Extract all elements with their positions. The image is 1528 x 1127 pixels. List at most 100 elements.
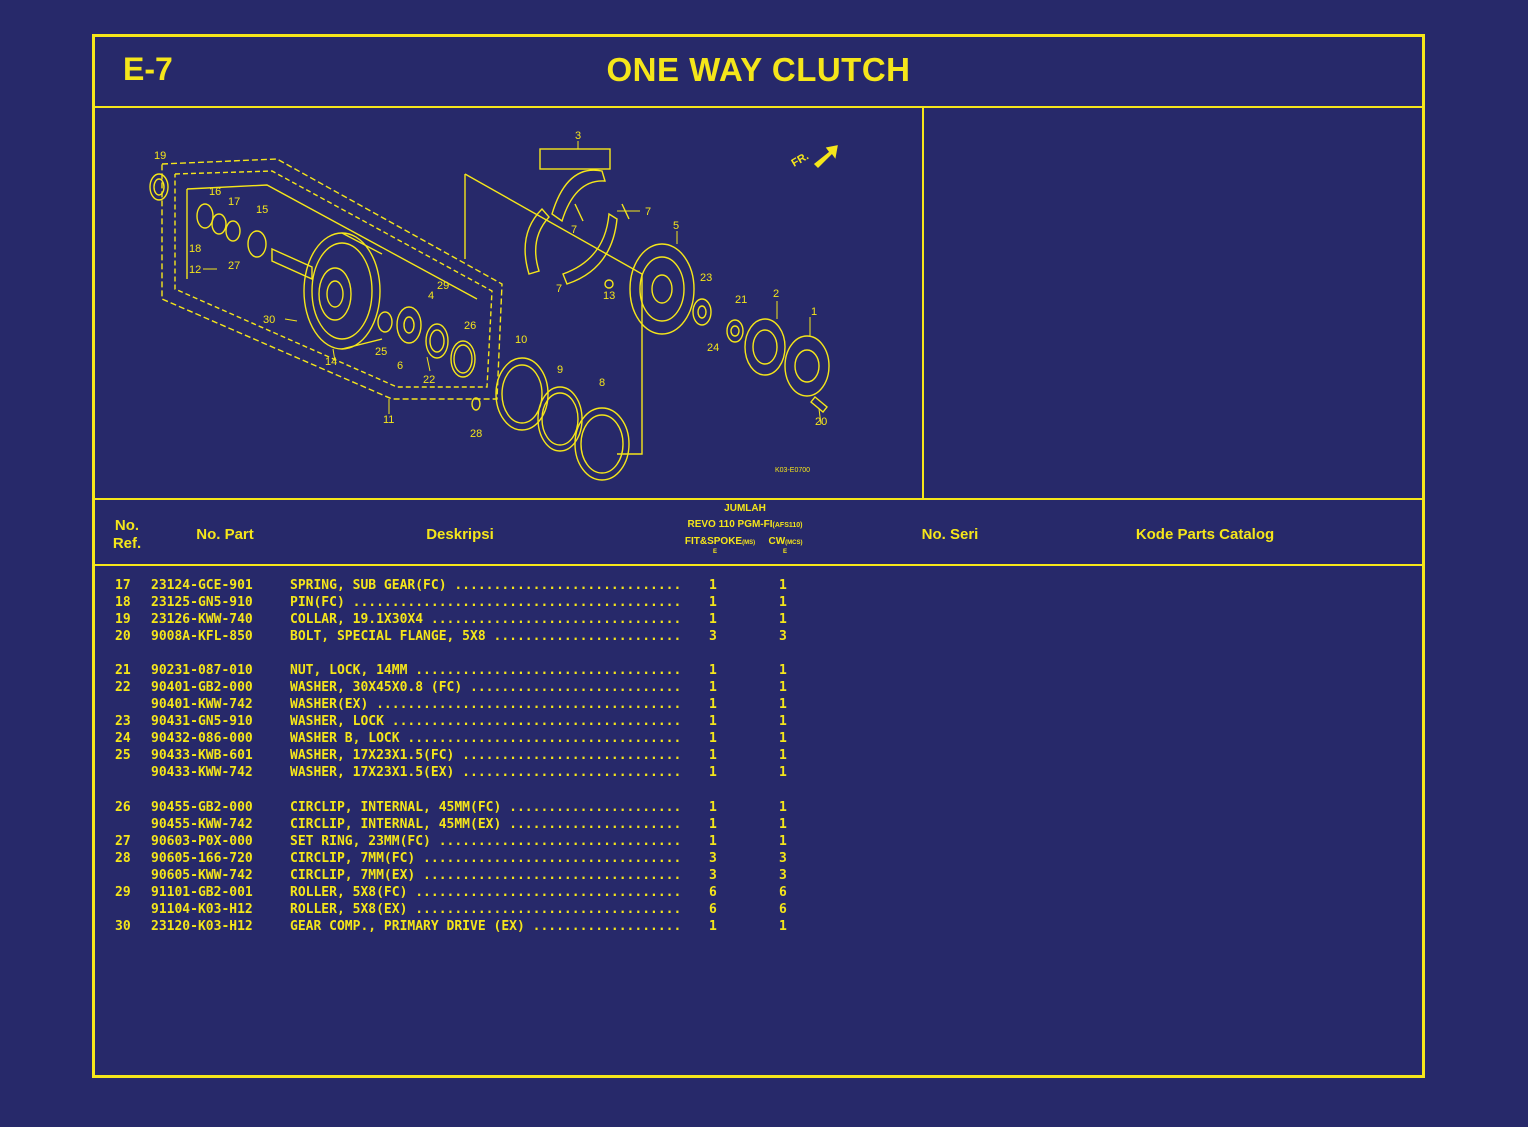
part-number: 90455-GB2-000 xyxy=(151,800,253,815)
callout: 22 xyxy=(423,374,435,386)
part-description: WASHER, 17X23X1.5(EX) ..................… xyxy=(290,765,680,780)
ref-number: 22 xyxy=(115,680,131,695)
exploded-parts-diagram: FR. 1 2 3 4 5 6 7 7 7 8 9 xyxy=(149,130,838,481)
part-number: 91104-K03-H12 xyxy=(151,902,253,917)
qty-fit-spoke: 1 xyxy=(709,731,717,746)
callout: 20 xyxy=(815,416,827,428)
part-number: 90432-086-000 xyxy=(151,731,253,746)
part-number: 90433-KWW-742 xyxy=(151,765,253,780)
header-model: REVO 110 PGM-FI(AFS110) xyxy=(687,519,803,530)
callout: 15 xyxy=(256,204,268,216)
part-number: 23125-GN5-910 xyxy=(151,595,253,610)
ref-number: 19 xyxy=(115,612,131,627)
callout: 28 xyxy=(470,428,482,440)
part-description: WASHER, LOCK ...........................… xyxy=(290,714,680,729)
ref-number: 24 xyxy=(115,731,131,746)
qty-fit-spoke: 1 xyxy=(709,817,717,832)
ref-number: 23 xyxy=(115,714,131,729)
part-number: 90433-KWB-601 xyxy=(151,748,253,763)
part-description: GEAR COMP., PRIMARY DRIVE (EX) .........… xyxy=(290,919,680,934)
callout: 21 xyxy=(735,294,747,306)
header-ref: No. Ref. xyxy=(112,517,142,552)
diagram-divider xyxy=(922,108,924,500)
callout: 2 xyxy=(773,288,779,300)
header-catalog-code: Kode Parts Catalog xyxy=(1135,526,1275,543)
part-number: 90603-P0X-000 xyxy=(151,834,253,849)
ref-number: 17 xyxy=(115,578,131,593)
header-qty-col2: CW(MCS) xyxy=(768,536,803,547)
qty-fit-spoke: 1 xyxy=(709,578,717,593)
qty-fit-spoke: 1 xyxy=(709,697,717,712)
collar-19-shape xyxy=(149,173,169,201)
title-divider xyxy=(95,106,1422,108)
qty-cw: 3 xyxy=(779,868,787,883)
parts-row: 21 90231-087-010 NUT, LOCK, 14MM .........… xyxy=(95,662,995,679)
gasket-shapes xyxy=(495,357,630,481)
cover-plates-shape xyxy=(744,318,830,397)
header-part-number: No. Part xyxy=(196,526,254,543)
qty-cw: 1 xyxy=(779,800,787,815)
ref-number: 29 xyxy=(115,885,131,900)
callout-numbers: 1 2 3 4 5 6 7 7 7 8 9 10 11 12 13 14 15 … xyxy=(154,130,827,440)
ref-number: 30 xyxy=(115,919,131,934)
callout: 23 xyxy=(700,272,712,284)
callout: 27 xyxy=(228,260,240,272)
part-number: 90401-GB2-000 xyxy=(151,680,253,695)
parts-row: 17 23124-GCE-901 SPRING, SUB GEAR(FC) ....… xyxy=(95,577,995,594)
callout: 14 xyxy=(325,356,337,368)
qty-fit-spoke: 1 xyxy=(709,800,717,815)
part-description: NUT, LOCK, 14MM ........................… xyxy=(290,663,680,678)
header-serial: No. Seri xyxy=(921,526,979,543)
header-col1-e: E xyxy=(712,549,717,555)
part-description: CIRCLIP, INTERNAL, 45MM(EX) ............… xyxy=(290,817,680,832)
header-bottom-divider xyxy=(95,564,1422,566)
part-number: 90605-KWW-742 xyxy=(151,868,253,883)
ref-number: 27 xyxy=(115,834,131,849)
callout: 9 xyxy=(557,364,563,376)
qty-cw: 1 xyxy=(779,748,787,763)
catalog-page-frame: E-7 ONE WAY CLUTCH xyxy=(92,34,1425,1078)
qty-fit-spoke: 1 xyxy=(709,663,717,678)
page-title: ONE WAY CLUTCH xyxy=(606,51,911,88)
part-description: ROLLER, 5X8(FC) ........................… xyxy=(290,885,680,900)
qty-cw: 1 xyxy=(779,817,787,832)
qty-cw: 1 xyxy=(779,612,787,627)
part-description: SPRING, SUB GEAR(FC) ...................… xyxy=(290,578,680,593)
part-number: 90455-KWW-742 xyxy=(151,817,253,832)
callout: 5 xyxy=(673,220,679,232)
qty-fit-spoke: 1 xyxy=(709,834,717,849)
qty-cw: 6 xyxy=(779,902,787,917)
ref-number: 21 xyxy=(115,663,131,678)
callout: 17 xyxy=(228,196,240,208)
callout: 26 xyxy=(464,320,476,332)
part-description: WASHER, 30X45X0.8 (FC) .................… xyxy=(290,680,680,695)
header-qty-col1: FIT&SPOKE(MS) xyxy=(684,536,756,547)
callout: 12 xyxy=(189,264,201,276)
part-description: SET RING, 23MM(FC) .....................… xyxy=(290,834,680,849)
qty-cw: 1 xyxy=(779,663,787,678)
qty-cw: 3 xyxy=(779,851,787,866)
callout: 19 xyxy=(154,150,166,162)
qty-fit-spoke: 6 xyxy=(709,885,717,900)
callout: 16 xyxy=(209,186,221,198)
qty-fit-spoke: 1 xyxy=(709,765,717,780)
part-number: 23124-GCE-901 xyxy=(151,578,253,593)
part-description: WASHER(EX) .............................… xyxy=(290,697,680,712)
ref-number: 28 xyxy=(115,851,131,866)
qty-cw: 3 xyxy=(779,629,787,644)
callout: 18 xyxy=(189,243,201,255)
callout: 24 xyxy=(707,342,719,354)
part-number: 90231-087-010 xyxy=(151,663,253,678)
part-number: 91101-GB2-001 xyxy=(151,885,253,900)
qty-fit-spoke: 1 xyxy=(709,612,717,627)
callout: 29 xyxy=(437,280,449,292)
callout: 10 xyxy=(515,334,527,346)
parts-row: 29 91101-GB2-001 ROLLER, 5X8(FC) .........… xyxy=(95,884,995,901)
qty-fit-spoke: 1 xyxy=(709,714,717,729)
qty-fit-spoke: 3 xyxy=(709,629,717,644)
